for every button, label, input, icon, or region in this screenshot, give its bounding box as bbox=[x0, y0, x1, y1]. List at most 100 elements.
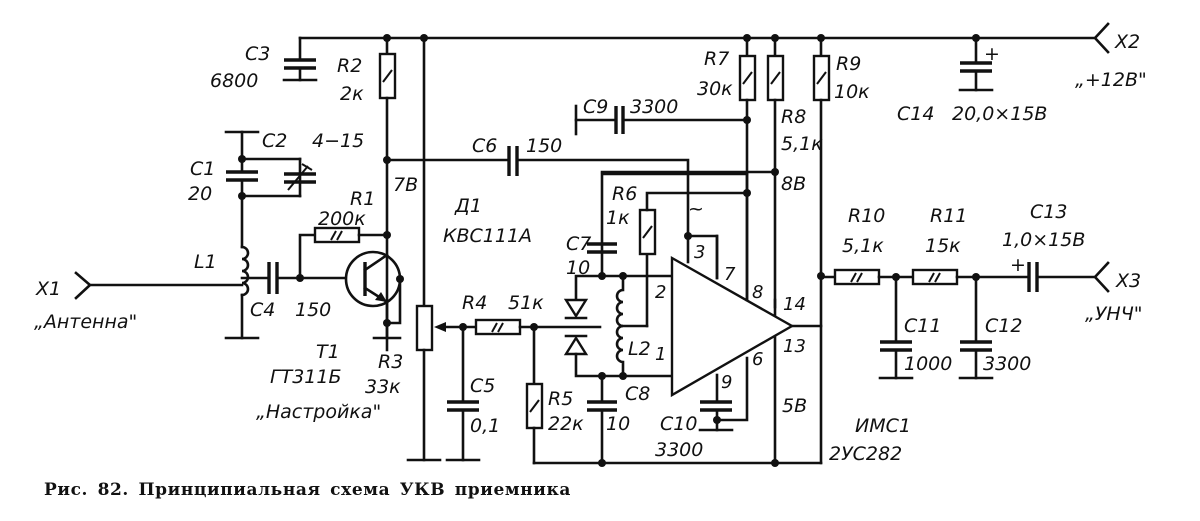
voltage-5v: 5В bbox=[782, 395, 807, 417]
capacitor-c12: C12 3300 bbox=[958, 275, 1031, 380]
r3-name: „Настройка" bbox=[256, 401, 381, 423]
resistor-r8: R8 5,1к 8В bbox=[766, 36, 823, 465]
c4-ref: C4 bbox=[250, 299, 275, 321]
capacitor-c5: C5 0,1 bbox=[445, 325, 500, 462]
capacitor-c9: C9 3300 bbox=[574, 96, 751, 136]
figure-caption: Рис. 82. Принципиальная схема УКВ приемн… bbox=[44, 480, 571, 500]
r3-value: 33к bbox=[365, 376, 401, 398]
c14-value: 20,0×15В bbox=[952, 103, 1047, 125]
x2-name: „+12В" bbox=[1075, 69, 1147, 91]
r1-value: 200к bbox=[318, 208, 366, 230]
c3-value: 6800 bbox=[210, 70, 258, 92]
r8-value: 5,1к bbox=[781, 133, 823, 155]
r9-value: 10к bbox=[834, 81, 870, 103]
r5-value: 22к bbox=[548, 413, 584, 435]
c12-ref: C12 bbox=[985, 315, 1022, 337]
r5-ref: R5 bbox=[548, 388, 573, 410]
x3-name: „УНЧ" bbox=[1085, 303, 1142, 325]
c10-ref: C10 bbox=[660, 413, 697, 435]
r4-ref: R4 bbox=[462, 292, 487, 314]
resistor-r1: R1 200к bbox=[298, 188, 389, 280]
pin-8: 8 bbox=[752, 282, 763, 303]
r9-ref: R9 bbox=[836, 53, 861, 75]
r8-ref: R8 bbox=[781, 106, 806, 128]
inductor-l2: L2 bbox=[598, 272, 674, 380]
r3-ref: R3 bbox=[378, 351, 403, 373]
c11-ref: C11 bbox=[904, 315, 941, 337]
r10-ref: R10 bbox=[848, 205, 885, 227]
x1-name: „Антенна" bbox=[34, 311, 137, 333]
c8-ref: C8 bbox=[625, 383, 650, 405]
inductor-l1: L1 bbox=[194, 245, 260, 340]
trimmer-capacitor-c2: C2 4−15 bbox=[240, 130, 364, 198]
c5-value: 0,1 bbox=[470, 415, 500, 437]
resistor-r4: R4 51к bbox=[434, 292, 602, 336]
ic-value: 2УС282 bbox=[829, 443, 902, 465]
c4-value: 150 bbox=[295, 299, 331, 321]
ic-ref: ИМС1 bbox=[855, 415, 911, 437]
c7-value: 10 bbox=[566, 257, 590, 279]
c14-plus: + bbox=[984, 43, 1000, 65]
resistor-r6: R6 1к bbox=[606, 183, 751, 328]
capacitor-c3: C3 6800 bbox=[210, 36, 318, 92]
connector-x3: X3 „УНЧ" bbox=[1085, 261, 1142, 325]
resistor-r10: R10 5,1к bbox=[819, 205, 915, 286]
pin-14: 14 bbox=[783, 294, 806, 315]
c1-value: 20 bbox=[188, 183, 212, 205]
pin-3: 3 bbox=[694, 242, 705, 263]
capacitor-c6: C6 150 ~ bbox=[385, 135, 719, 280]
x1-ref: X1 bbox=[35, 278, 61, 300]
capacitor-c8: C8 10 bbox=[587, 374, 650, 465]
tilde-mark: ~ bbox=[688, 198, 704, 220]
transistor-t1: T1 ГТ311Б bbox=[270, 250, 404, 388]
c10-value: 3300 bbox=[655, 439, 703, 461]
c6-ref: C6 bbox=[472, 135, 497, 157]
c6-value: 150 bbox=[526, 135, 562, 157]
resistor-r9: R9 10к bbox=[812, 36, 870, 465]
varicap-d1: Д1 КВС111А bbox=[443, 195, 604, 378]
c14-ref: C14 bbox=[897, 103, 934, 125]
pin-6: 6 bbox=[752, 349, 763, 370]
l1-ref: L1 bbox=[194, 251, 217, 273]
potentiometer-r3: R3 33к „Настройка" bbox=[256, 36, 442, 462]
d1-value: КВС111А bbox=[443, 225, 532, 247]
c13-value: 1,0×15В bbox=[1002, 229, 1085, 251]
pin-7: 7 bbox=[724, 264, 736, 285]
c5-ref: C5 bbox=[470, 375, 495, 397]
r7-value: 30к bbox=[697, 78, 733, 100]
resistor-r11: R11 15к bbox=[911, 205, 1030, 286]
ic-imc1: 3 7 8 14 13 6 9 2 1 5В ИМС1 2УС282 bbox=[600, 170, 911, 465]
c13-plus: + bbox=[1010, 254, 1026, 276]
r10-value: 5,1к bbox=[842, 235, 884, 257]
c13-ref: C13 bbox=[1030, 201, 1067, 223]
t1-ref: T1 bbox=[316, 341, 340, 363]
capacitor-c13: + C13 1,0×15В bbox=[1002, 201, 1097, 292]
x2-ref: X2 bbox=[1114, 31, 1140, 53]
r1-ref: R1 bbox=[350, 188, 375, 210]
r4-value: 51к bbox=[508, 292, 544, 314]
capacitor-c4: C4 150 bbox=[240, 262, 331, 321]
c7-ref: C7 bbox=[566, 233, 591, 255]
capacitor-c1: C1 20 bbox=[188, 130, 260, 249]
l2-ref: L2 bbox=[628, 338, 651, 360]
c2-value: 4−15 bbox=[312, 130, 364, 152]
c1-ref: C1 bbox=[190, 158, 215, 180]
r7-ref: R7 bbox=[704, 48, 729, 70]
r2-value: 2к bbox=[340, 83, 364, 105]
capacitor-c14: + C14 20,0×15В bbox=[897, 36, 1047, 125]
c2-ref: C2 bbox=[262, 130, 287, 152]
resistor-r5: R5 22к bbox=[525, 325, 584, 465]
voltage-8v: 8В bbox=[781, 173, 806, 195]
c9-ref: C9 bbox=[583, 96, 608, 118]
pin-9: 9 bbox=[721, 372, 732, 393]
connector-x2: X2 „+12В" bbox=[1075, 22, 1147, 91]
d1-ref: Д1 bbox=[454, 195, 482, 217]
r6-ref: R6 bbox=[612, 183, 637, 205]
r11-value: 15к bbox=[925, 235, 961, 257]
r11-ref: R11 bbox=[930, 205, 967, 227]
c11-value: 1000 bbox=[904, 353, 952, 375]
pin-2: 2 bbox=[655, 282, 666, 303]
circuit-schematic: X2 „+12В" C3 6800 R2 2к 7В C1 20 bbox=[34, 22, 1147, 467]
capacitor-c7: C7 10 bbox=[566, 172, 749, 279]
c12-value: 3300 bbox=[983, 353, 1031, 375]
